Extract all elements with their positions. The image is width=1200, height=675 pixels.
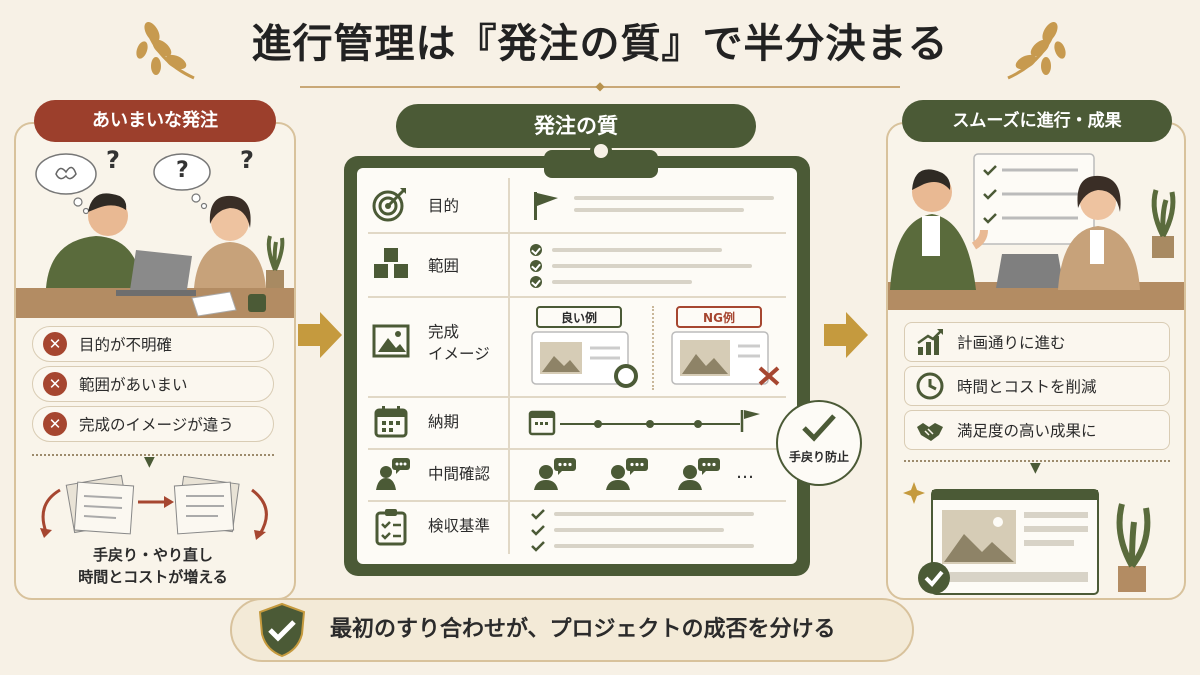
- issue-label: 範囲があいまい: [79, 376, 188, 394]
- issue-item: ✕ 目的が不明確: [32, 326, 274, 362]
- person-chat-icon: [534, 458, 576, 490]
- good-example-mockup: [531, 331, 638, 388]
- ng-example-tag: NG例: [676, 306, 762, 328]
- clock-icon: [916, 372, 944, 400]
- rework-cycle-illustration: [40, 474, 268, 540]
- check-icon: [530, 244, 542, 256]
- shield-check-icon: [258, 602, 306, 658]
- x-mark-icon: ✕: [43, 372, 67, 396]
- timeline-icon: [528, 410, 760, 436]
- flag-icon: [534, 192, 558, 220]
- ng-example-mockup: [671, 331, 780, 386]
- blocks-icon: [374, 248, 408, 278]
- happy-team-illustration: [888, 153, 1184, 310]
- check-list-marks: [531, 509, 545, 552]
- handshake-icon: [917, 423, 943, 441]
- check-icon: [530, 276, 542, 288]
- checklist-icon: [375, 509, 407, 546]
- laurel-left-icon: [136, 22, 195, 80]
- row-label-acceptance: 検収基準: [428, 517, 491, 535]
- question-mark: ?: [240, 146, 254, 174]
- row-label-image-line1: 完成: [428, 323, 460, 341]
- left-divider: [32, 454, 274, 456]
- page-title: 進行管理は『発注の質』で半分決まる: [251, 21, 949, 67]
- benefit-item: 時間とコストを削減: [904, 366, 1170, 406]
- clipboard-clip-ring: [590, 140, 612, 162]
- rework-prevention-callout: [776, 400, 862, 486]
- growth-chart-icon: [917, 329, 943, 355]
- benefit-label: 計画通りに進む: [957, 334, 1066, 352]
- bottom-message: 最初のすり合わせが、プロジェクトの成否を分ける: [330, 617, 836, 642]
- issue-item: ✕ 範囲があいまい: [32, 366, 274, 402]
- benefit-item: 満足度の高い成果に: [904, 410, 1170, 450]
- benefit-label: 時間とコストを削減: [957, 378, 1097, 396]
- result-text-line1: 手戻り・やり直し: [92, 546, 213, 564]
- right-pill: スムーズに進行・成果: [902, 100, 1172, 142]
- down-arrow-icon: ▼: [144, 454, 155, 470]
- target-icon: [372, 188, 406, 222]
- callout-text: 手戻り防止: [788, 450, 849, 464]
- result-screen-illustration: [903, 482, 1151, 595]
- image-icon: [372, 324, 410, 358]
- arrow-right-icon: [298, 312, 342, 358]
- row-label-scope: 範囲: [428, 257, 460, 275]
- row-label-deadline: 納期: [428, 413, 460, 431]
- person-chat-icon: [678, 458, 720, 490]
- issue-label: 目的が不明確: [79, 336, 173, 354]
- ellipsis: …: [736, 462, 754, 483]
- bottom-message-bar: [230, 598, 914, 662]
- down-arrow-icon: ▼: [1030, 460, 1041, 476]
- issue-label: 完成のイメージが違う: [79, 416, 234, 434]
- person-chat-icon: [606, 458, 648, 490]
- row-label-midcheck: 中間確認: [428, 465, 491, 483]
- center-pill: 発注の質: [396, 104, 756, 148]
- check-icon: [802, 414, 836, 442]
- result-text-line2: 時間とコストが増える: [78, 568, 228, 586]
- person-chat-icon: [376, 458, 410, 490]
- benefit-label: 満足度の高い成果に: [957, 422, 1097, 440]
- benefit-item: 計画通りに進む: [904, 322, 1170, 362]
- x-mark-icon: ✕: [43, 412, 67, 436]
- confused-team-illustration: [16, 153, 294, 318]
- question-mark: ?: [176, 158, 189, 183]
- row-label-image-line2: イメージ: [428, 345, 490, 363]
- row-label-purpose: 目的: [428, 197, 460, 215]
- good-example-tag: 良い例: [536, 306, 622, 328]
- question-mark: ?: [106, 146, 120, 174]
- right-divider: [904, 460, 1170, 462]
- title-ornament-icon: ◆: [595, 79, 605, 93]
- check-icon: [530, 260, 542, 272]
- calendar-icon: [374, 406, 408, 438]
- left-pill: あいまいな発注: [34, 100, 276, 142]
- arrow-right-icon: [824, 312, 868, 358]
- laurel-right-icon: [1007, 22, 1066, 80]
- title-divider: [300, 86, 900, 88]
- x-mark-icon: ✕: [43, 332, 67, 356]
- issue-item: ✕ 完成のイメージが違う: [32, 406, 274, 442]
